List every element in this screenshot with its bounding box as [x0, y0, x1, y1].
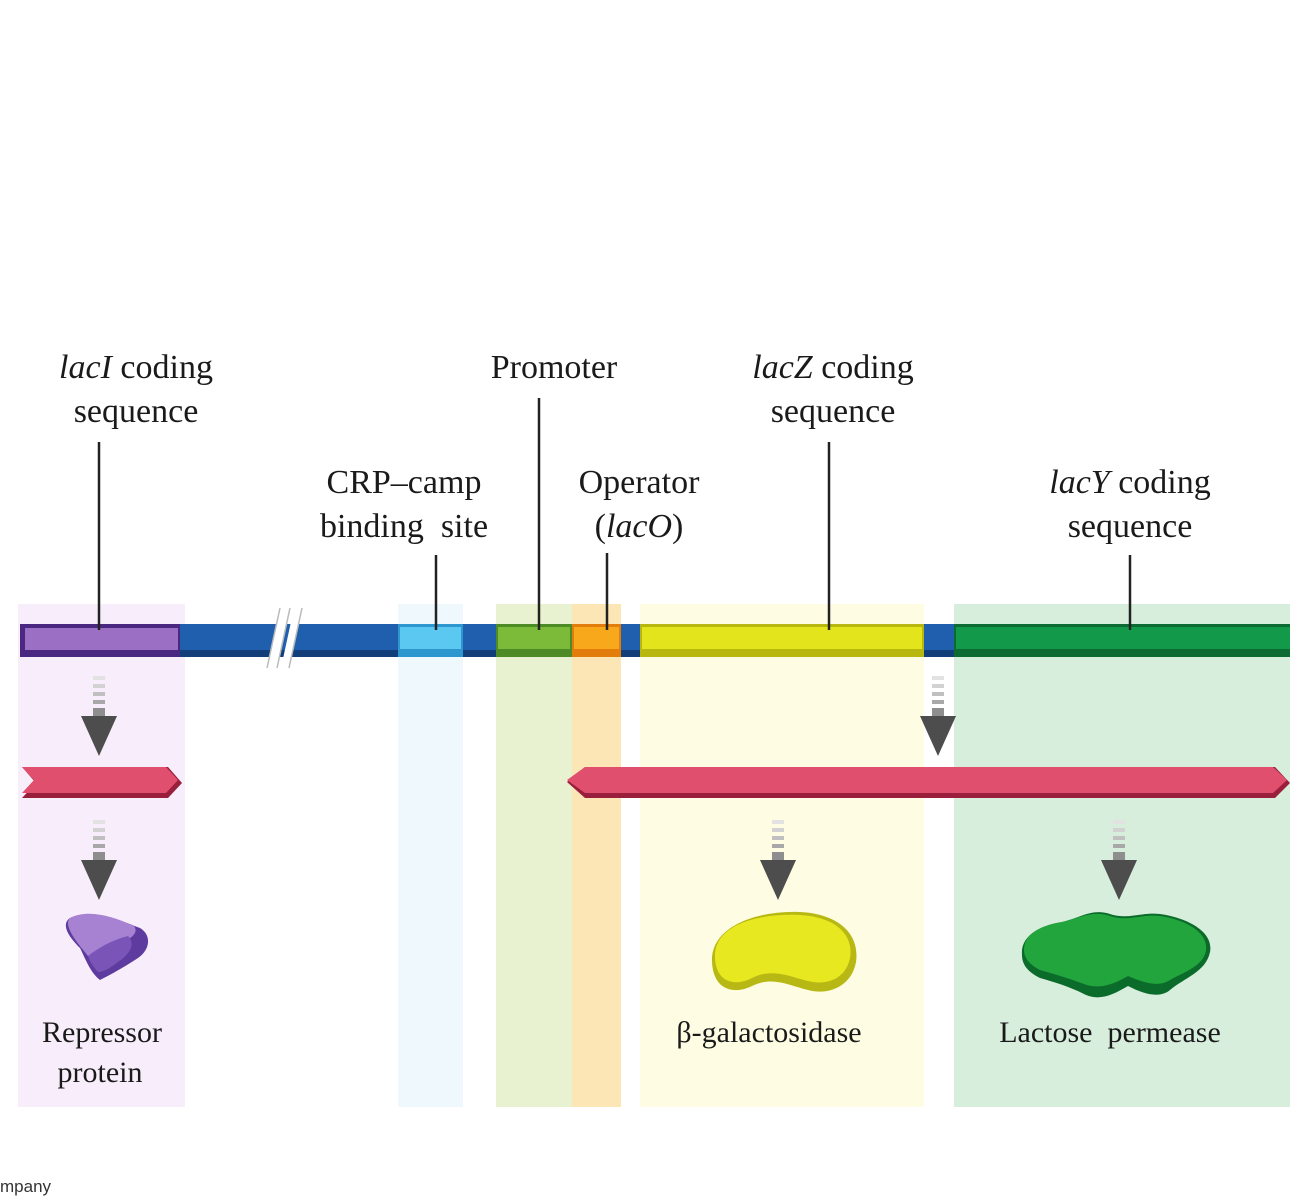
lacy-label-line2: sequence — [1068, 508, 1193, 545]
promoter-segment-fill — [498, 627, 570, 649]
gene-labels: lacI coding sequence Promoter lacZ codin… — [59, 349, 1211, 545]
lacz-label-line2: sequence — [771, 393, 896, 430]
laci-label-line2: sequence — [74, 393, 199, 430]
permease-protein-icon — [1021, 912, 1211, 998]
repressor-label-line2: protein — [58, 1056, 143, 1089]
lacy-label: lacY coding — [1049, 464, 1211, 501]
transcription-arrow-lacz-icon — [920, 676, 956, 756]
publisher-credit: mpany — [0, 1177, 52, 1196]
lacz-label: lacZ coding — [752, 349, 914, 386]
galactosidase-label: β-galactosidase — [676, 1016, 861, 1049]
dna-break-icon — [266, 607, 303, 669]
operator-segment-fill — [574, 627, 619, 649]
dna-strand — [20, 607, 1290, 669]
repressor-protein-icon — [65, 913, 149, 980]
crp-label: CRP–camp — [327, 464, 482, 501]
crp-label-line2: binding site — [320, 508, 488, 545]
laci-label: lacI coding — [59, 349, 213, 386]
leader-lines — [97, 398, 1132, 630]
lac-operon-mrna — [567, 767, 1290, 798]
laci-segment-fill — [25, 628, 178, 650]
permease-label: Lactose permease — [999, 1016, 1221, 1049]
galactosidase-protein-icon — [712, 911, 857, 992]
operator-label: Operator — [579, 464, 701, 501]
promoter-label: Promoter — [491, 349, 618, 386]
lacz-segment-fill — [642, 627, 922, 649]
promoter-region — [496, 604, 572, 1107]
protein-labels: Repressor protein β-galactosidase Lactos… — [42, 1016, 1221, 1089]
operator-region — [572, 604, 621, 1107]
operator-label-line2: (lacO) — [595, 508, 684, 545]
repressor-label: Repressor — [42, 1016, 162, 1049]
crp-region — [398, 604, 463, 1107]
laci-mrna — [22, 767, 182, 798]
lacy-segment-fill — [956, 627, 1290, 649]
crp-segment-fill — [400, 627, 461, 649]
